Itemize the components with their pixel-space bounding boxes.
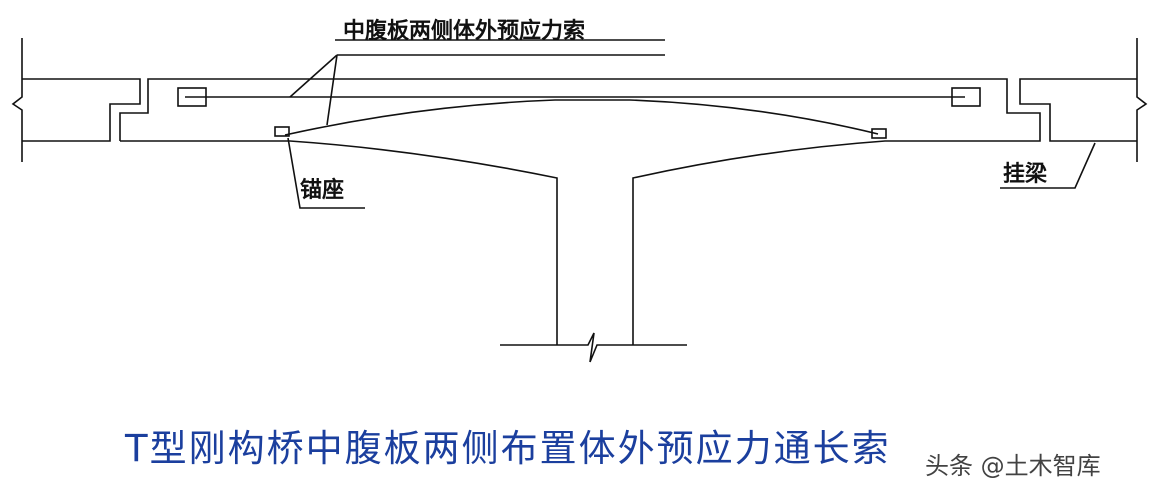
anchor-leader	[287, 137, 365, 209]
right-suspended-beam	[1019, 78, 1137, 142]
left-pier-line	[11, 38, 23, 162]
pier-base	[500, 332, 687, 363]
beam-leader	[1000, 142, 1096, 189]
anchor-block-left	[274, 126, 290, 137]
left-suspended-beam	[22, 78, 141, 142]
curved-tendon	[284, 99, 879, 136]
watermark: 头条 @土木智库	[925, 452, 1101, 480]
tendon-label: 中腹板两侧体外预应力索	[343, 18, 586, 44]
figure-caption: T型刚构桥中腹板两侧布置体外预应力通长索	[125, 427, 891, 470]
anchor-block-right	[871, 128, 887, 139]
suspended-beam-label: 挂梁	[1003, 161, 1048, 187]
tendon-leader	[289, 54, 665, 126]
anchor-label: 锚座	[300, 177, 345, 203]
right-pier-line	[1136, 38, 1148, 162]
t-frame-outline	[119, 78, 1041, 345]
